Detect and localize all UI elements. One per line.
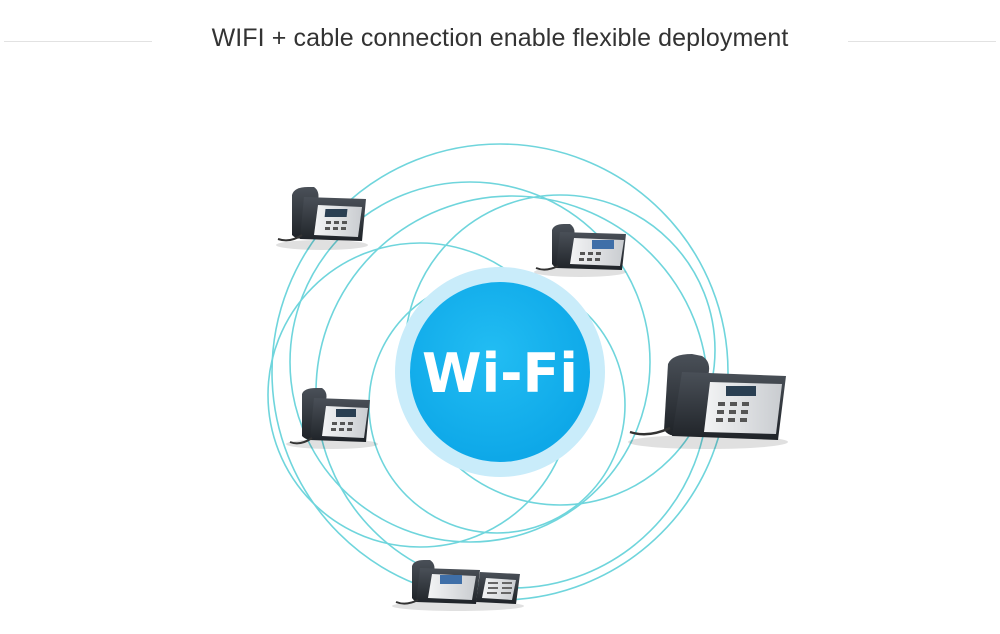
page-title: WIFI + cable connection enable flexible … (211, 24, 789, 52)
ip-phone-icon (276, 187, 368, 250)
page-header: WIFI + cable connection enable flexible … (0, 0, 1000, 84)
signal-ring (289, 181, 651, 543)
header-divider-left (4, 41, 152, 42)
ip-phone-icon (534, 224, 626, 277)
ip-phone-icon (628, 354, 788, 449)
ip-phone-icon (392, 560, 524, 611)
wifi-hub: Wi-Fi (395, 267, 605, 477)
wifi-hub-label: Wi-Fi (422, 342, 578, 405)
wifi-hub-core (410, 282, 590, 462)
ip-phone-icon (286, 388, 378, 449)
header-divider-right (848, 41, 996, 42)
